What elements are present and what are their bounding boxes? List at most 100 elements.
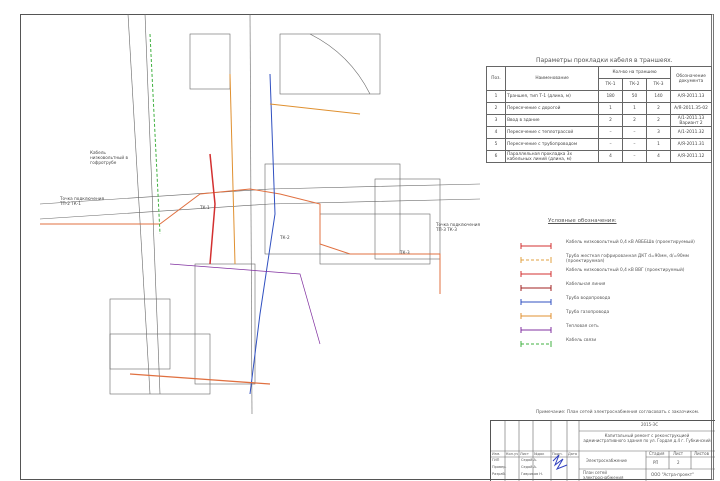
legend-item: Труба водопровода (520, 296, 710, 310)
params-table: Поз. Наименование Кол-во на траншею Обоз… (485, 66, 712, 163)
legend-line-icon (520, 257, 552, 263)
cell-tk2: 2 (622, 114, 647, 127)
company: ООО "Астра-проект" (651, 472, 694, 477)
legend-label: Кабель связи (566, 338, 597, 343)
legend-line-icon (520, 313, 552, 319)
legend-line-icon (520, 243, 552, 249)
legend-item: Кабельная линия (520, 282, 710, 296)
site-plan (39, 14, 480, 415)
title-block-role: ГИП (492, 458, 500, 462)
sheet-title: План сетей электроснабжения (583, 470, 624, 480)
cell-name: Пересечение с трубопроводом (505, 138, 600, 151)
building (194, 263, 256, 385)
legend-title: Условные обозначения: (548, 218, 617, 224)
legend-item: Тепловая сеть (520, 324, 710, 338)
cell-doc: А/Я-2011.31 (670, 138, 712, 151)
sheet-value: 2 (677, 460, 680, 465)
title-block-name: Седой А. (521, 458, 538, 462)
legend-line-icon (520, 299, 552, 305)
cell-name: Пересечение с дорогой (505, 102, 600, 115)
road-edge (39, 198, 480, 220)
header-tk1: ТК-1 (598, 78, 624, 91)
cell-pos: 3 (485, 114, 507, 127)
building (279, 33, 381, 95)
title-block-role: Разраб. (492, 472, 506, 476)
cell-tk2: 1 (622, 102, 647, 115)
legend-label: Труба водопровода (566, 296, 611, 301)
building (374, 178, 441, 260)
cell-pos: 1 (485, 90, 507, 103)
section-name: Электроснабжение (586, 458, 628, 463)
legend-line-icon (520, 285, 552, 291)
legend-label: Кабель низковольтный 0,4 кВ АВББШв (прое… (566, 240, 695, 245)
title-block-col: Кол.уч (506, 452, 519, 456)
cell-tk2: – (622, 150, 647, 163)
cell-tk2: 50 (622, 90, 647, 103)
cell-tk3: 2 (645, 102, 672, 115)
cell-pos: 6 (485, 150, 507, 163)
building (189, 33, 231, 90)
header-doc: Обозначение документа (670, 66, 712, 91)
legend-label: Труба жесткая гофрированная ДКТ d=90мм, … (566, 254, 690, 264)
legend-line-icon (520, 271, 552, 277)
cell-name: Ввод в здание (505, 114, 600, 127)
stage-label: Стадия (649, 451, 665, 456)
cell-pos: 5 (485, 138, 507, 151)
title-block-name: Гавриков Н. (521, 472, 544, 476)
cell-tk2: – (622, 138, 647, 151)
plan-label: Кабель низковольтный в гофротрубе (90, 150, 128, 165)
cell-tk3: 1 (645, 138, 672, 151)
gas-pipe (229, 73, 236, 265)
title-block-col: №док (534, 452, 545, 456)
legend-line-icon (520, 327, 552, 333)
doc-code: 2015-ЭС (641, 422, 659, 427)
legend-label: Тепловая сеть (566, 324, 599, 329)
cell-name: Пересечение с теплотрассой (505, 126, 600, 139)
header-tk3: ТК-3 (645, 78, 672, 91)
cell-pos: 2 (485, 102, 507, 115)
plan-label: ТК-3 (400, 250, 410, 255)
header-pos: Поз. (485, 66, 507, 91)
cell-name: Параллельная прокладка 3х кабельных лини… (505, 150, 600, 163)
cable-line (209, 153, 216, 265)
road-edge (249, 14, 253, 415)
legend-label: Труба газопровода (566, 310, 610, 315)
cell-tk1: 4 (598, 150, 624, 163)
title-block-col: Лист (520, 452, 529, 456)
cell-doc: А/Я-2011.12 (670, 150, 712, 163)
road-edge (39, 183, 480, 205)
legend-item: Труба газопровода (520, 310, 710, 324)
title-block-grid (491, 421, 715, 481)
title-block-name: Седой А. (521, 465, 538, 469)
legend-item: Труба жесткая гофрированная ДКТ d=90мм, … (520, 254, 710, 268)
cell-tk3: 3 (645, 126, 672, 139)
plan-label: ТК-2 (280, 235, 290, 240)
contour (309, 33, 371, 95)
header-name: Наименование (505, 66, 600, 91)
title-block-col: Подп. (552, 452, 563, 456)
plan-label: Точка подключения ТП-3 ТК-3 (436, 222, 480, 232)
cell-name: Траншея, тип Т-1 (длина, м) (505, 90, 600, 103)
comm-cable (149, 33, 161, 235)
legend-item: Кабель связи (520, 338, 710, 352)
cell-tk3: 2 (645, 114, 672, 127)
params-table-title: Параметры прокладки кабеля в траншеях. (536, 57, 673, 64)
legend-line-icon (520, 341, 552, 347)
legend-item: Кабель низковольтный 0,4 кВ АВББШв (прое… (520, 240, 710, 254)
sheet-label: Лист (673, 451, 684, 456)
cable-line (129, 373, 271, 385)
cell-tk1: 1 (598, 102, 624, 115)
cell-tk1: – (598, 138, 624, 151)
title-block-col: Дата (568, 452, 578, 456)
note: Примечание: План сетей электроснабжения … (536, 410, 700, 415)
heat-network (169, 263, 321, 345)
sheets-label: Листов (694, 451, 709, 456)
road-edge (127, 14, 151, 395)
title-block-role: Провер. (492, 465, 507, 469)
plan-label: Точка подключения ТП-2 ТК-1 (60, 196, 104, 206)
header-tk2: ТК-2 (622, 78, 647, 91)
cell-tk1: 2 (598, 114, 624, 127)
